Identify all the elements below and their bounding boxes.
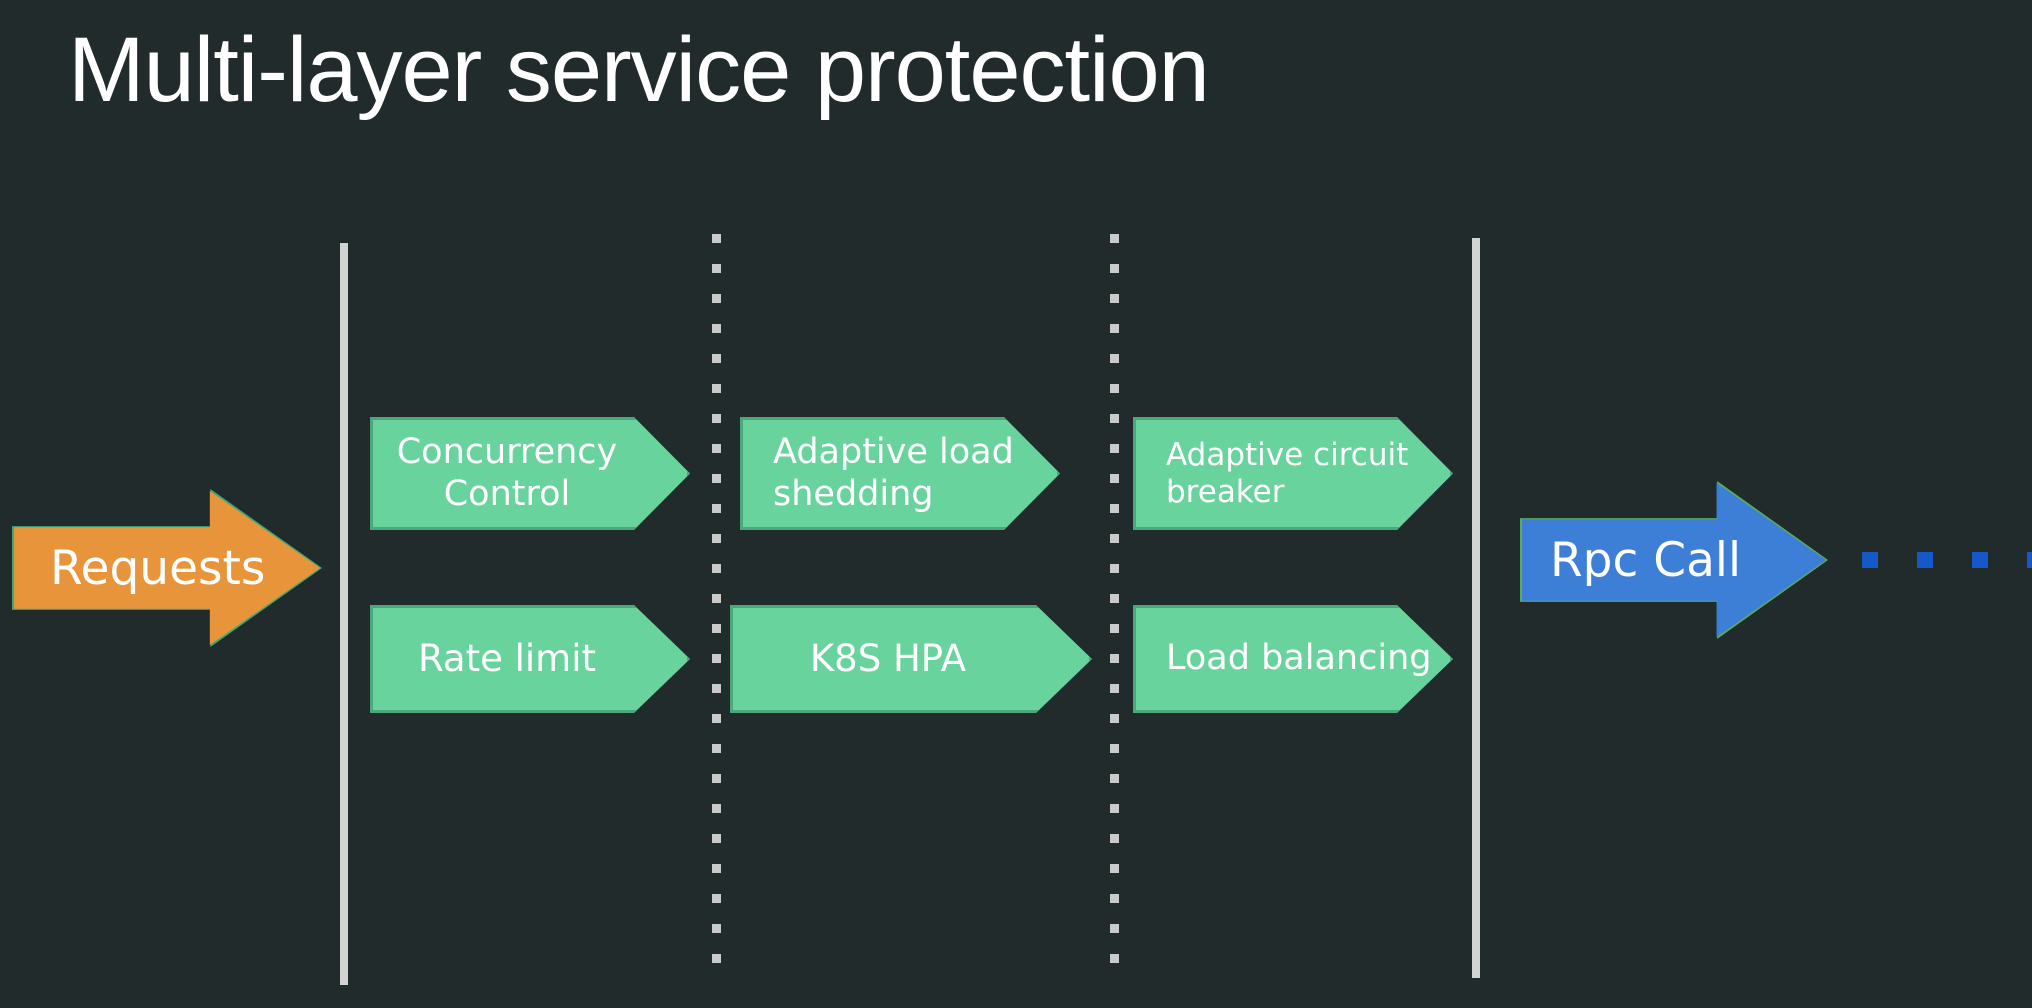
stage-rate-limit[interactable]: Rate limit (370, 605, 690, 713)
rpc-call-arrow[interactable]: Rpc Call (1520, 481, 1828, 639)
continuation-dot (2027, 552, 2032, 568)
stage-k8s-hpa-label: K8S HPA (809, 637, 967, 681)
page-title: Multi-layer service protection (68, 19, 1210, 121)
continuation-dots (1862, 552, 2032, 568)
stage-concurrency-control[interactable]: Concurrency Control (370, 417, 690, 530)
requests-arrow[interactable]: Requests (12, 489, 322, 647)
stage-adaptive-circuit-breaker-label: Adaptive circuit breaker (1166, 436, 1409, 510)
separator-divider-2 (1110, 234, 1119, 966)
stage-k8s-hpa[interactable]: K8S HPA (730, 605, 1092, 713)
continuation-dot (1917, 552, 1933, 568)
stage-load-balancing[interactable]: Load balancing (1133, 605, 1453, 713)
stage-adaptive-circuit-breaker[interactable]: Adaptive circuit breaker (1133, 417, 1453, 530)
stage-load-balancing-label: Load balancing (1166, 638, 1432, 679)
continuation-dot (1972, 552, 1988, 568)
stage-concurrency-control-label: Concurrency Control (396, 432, 618, 514)
continuation-dot (1862, 552, 1878, 568)
separator-divider-1 (712, 234, 721, 966)
stage-adaptive-load-shedding[interactable]: Adaptive load shedding (740, 417, 1060, 530)
separator-boundary-right (1472, 238, 1480, 978)
requests-arrow-label: Requests (50, 540, 266, 596)
separator-boundary-left (340, 243, 348, 985)
stage-adaptive-load-shedding-label: Adaptive load shedding (773, 432, 1014, 514)
stage-rate-limit-label: Rate limit (418, 637, 596, 681)
rpc-call-arrow-label: Rpc Call (1550, 532, 1742, 588)
